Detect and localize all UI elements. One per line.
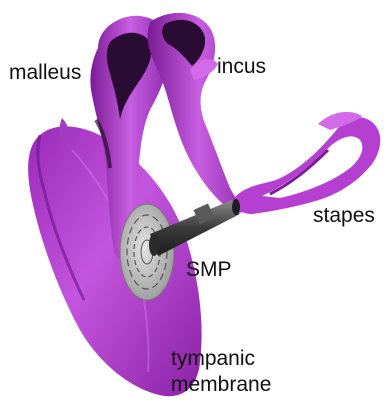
smp-label: SMP (186, 258, 232, 282)
incus-shape (148, 13, 250, 213)
malleus-label: malleus (9, 61, 81, 85)
tympanic-label-line1: tympanic (171, 346, 271, 372)
stapes-shape (234, 112, 380, 214)
tympanic-membrane-label: tympanic membrane (171, 346, 271, 398)
stapes-label: stapes (313, 204, 375, 228)
tympanic-label-line2: membrane (171, 372, 271, 398)
incus-label: incus (217, 55, 266, 79)
